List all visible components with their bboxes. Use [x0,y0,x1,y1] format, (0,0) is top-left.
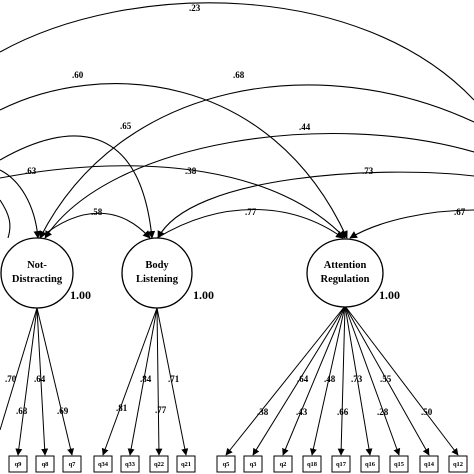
covariance-label: .38 [185,166,197,176]
covariance-label: .23 [189,3,201,13]
indicator-box [176,455,196,473]
indicator-box [419,455,439,473]
indicator-label: q33 [125,461,136,468]
covariance-label: .65 [120,121,132,131]
indicator-label: q9 [15,461,23,468]
indicator-label: q34 [98,461,109,468]
latent-label: Listening [136,274,179,285]
indicator-box [448,455,468,473]
indicator-label: q14 [424,461,435,468]
covariance-label: .60 [72,70,84,80]
covariance-label: .68 [233,70,245,80]
loading-label: .81 [116,403,128,413]
latent-label: Regulation [320,274,369,285]
covariance-arc [39,212,151,239]
indicator-label: q18 [307,461,318,468]
indicator-box [389,455,409,473]
covariance-arc [0,2,474,101]
indicator-label: q3 [250,461,258,468]
indicator-label: q22 [154,461,164,468]
covariance-arc [0,169,42,239]
latent-body-listening: Body Listening 1.00 [121,237,214,309]
indicator-box [149,455,169,473]
indicator-label: q5 [223,461,231,468]
covariance-label: .44 [299,122,311,132]
loading-label: .50 [421,407,433,417]
latent-not-distracting: Not- Distracting 1.00 [0,237,91,309]
indicator-label: q16 [365,461,376,468]
loading-label: .68 [16,406,28,416]
latent-ellipse [0,237,74,309]
indicators: q9 q8 q7 q34 q33 q22 q21 q5 q3 q2 q18 q1… [8,455,468,473]
indicator-label: q2 [280,461,287,468]
loading-label: .66 [337,407,349,417]
latent-attention-regulation: Attention Regulation 1.00 [306,238,400,308]
indicator-label: q21 [181,461,191,468]
loading-labels: .70 .64 .68 .69 .84 .71 .81 .77 .64 .48 … [5,374,433,417]
covariance-label: .63 [25,166,37,176]
loading-label: .84 [140,374,152,384]
indicator-box [35,455,55,473]
covariance-arc [156,209,344,239]
covariance-arc [349,209,474,239]
loading-label: .77 [155,405,167,415]
indicator-box [8,455,28,473]
loading-label: .28 [377,407,389,417]
indicator-box [360,455,380,473]
covariance-arcs [0,2,474,239]
latent-ellipse [121,237,193,309]
indicator-label: q7 [69,461,77,468]
latent-ellipse [306,238,384,308]
loading-label: .38 [257,407,269,417]
latent-label: Distracting [12,274,63,285]
loading-label: .71 [168,374,180,384]
covariance-label: .77 [245,207,257,217]
covariance-arc [0,165,346,239]
latent-label: Attention [324,260,367,271]
indicator-box [93,455,113,473]
loading-label: .64 [34,374,46,384]
indicator-box [62,455,82,473]
covariance-label: .58 [91,207,103,217]
indicator-label: q8 [42,461,50,468]
indicator-box [120,455,140,473]
covariance-arc [44,132,474,239]
covariance-label: .67 [454,207,466,217]
latent-variance: 1.00 [193,288,214,302]
covariance-arc [0,135,156,239]
covariance-label: .73 [362,166,374,176]
indicator-box [216,455,236,473]
covariance-arc [39,84,474,239]
loading-label: .64 [297,374,309,384]
loading-lines [0,305,459,456]
indicator-label: q17 [336,461,347,468]
latent-variance: 1.00 [379,288,400,302]
indicator-box [302,455,322,473]
loading-label: .69 [57,406,69,416]
covariance-arc [0,83,348,239]
latent-label: Body [145,260,169,271]
covariance-labels: .23 .60 .68 .65 .44 .63 .38 .73 .58 .77 … [25,3,466,217]
loading-label: .43 [296,407,308,417]
indicator-box [273,455,293,473]
loading-label: .73 [351,374,363,384]
indicator-label: q15 [394,461,405,468]
indicator-box [243,455,263,473]
loading-label: .55 [380,374,392,384]
latent-label: Not- [27,260,47,271]
indicator-label: q12 [453,461,463,468]
latent-variance: 1.00 [70,288,91,302]
covariance-arc [157,171,474,239]
loading-label: .48 [324,374,336,384]
indicator-box [331,455,351,473]
covariance-arc [0,199,11,239]
loading-label: .70 [5,374,17,384]
